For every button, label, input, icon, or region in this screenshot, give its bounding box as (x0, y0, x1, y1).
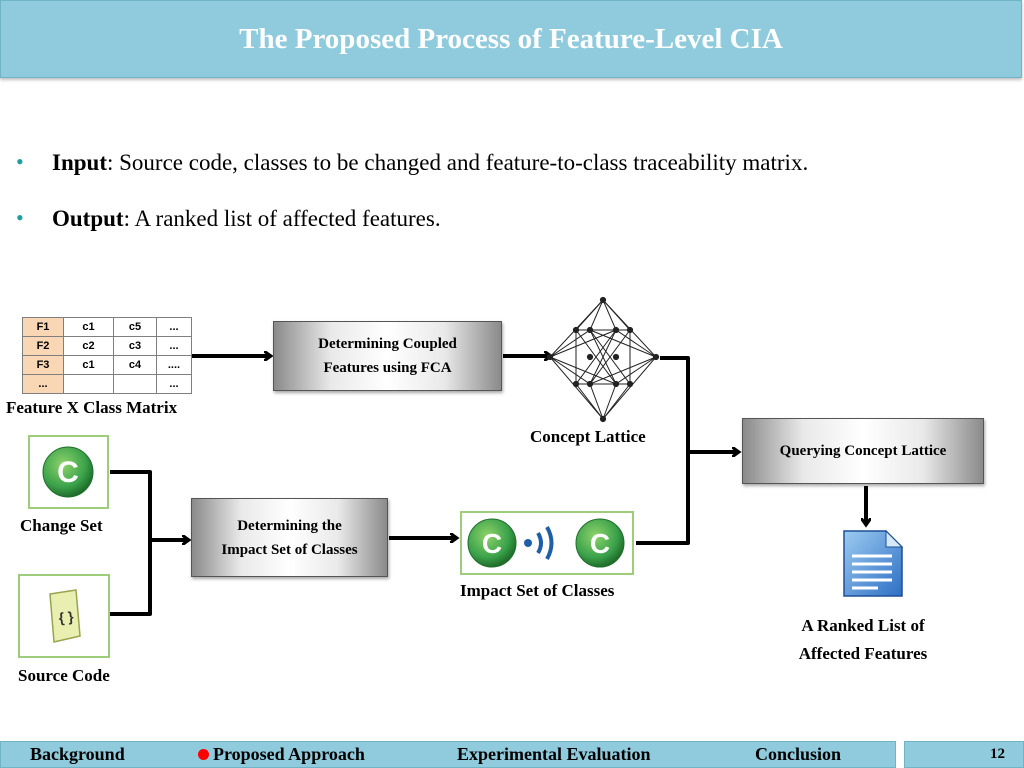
nav-proposed-approach-label: Proposed Approach (213, 744, 365, 764)
matrix-cell: F1 (22, 317, 64, 337)
impact-set-icon-box: C C (460, 511, 634, 575)
matrix-cell: c3 (113, 336, 157, 356)
svg-text:C: C (57, 456, 79, 489)
matrix-label: Feature X Class Matrix (6, 398, 178, 417)
connector-change-set (110, 470, 152, 540)
matrix-cell: c5 (113, 317, 157, 337)
ranked-line1: A Ranked List of (801, 616, 925, 635)
concept-lattice-icon (546, 296, 660, 423)
matrix-cell (113, 374, 157, 394)
bullet-marker-icon: • (16, 205, 24, 230)
impact-set-label: Impact Set of Classes (460, 581, 615, 600)
change-set-icon-box: C (28, 435, 109, 509)
matrix-cell: ... (156, 374, 192, 394)
matrix-cell: F2 (22, 336, 64, 356)
source-code-icon-box: { } (18, 574, 110, 658)
footer-page-box (904, 741, 1024, 768)
nav-background[interactable]: Background (30, 744, 125, 764)
connector-impact-up (636, 452, 690, 545)
matrix-cell: c4 (113, 355, 157, 375)
active-section-dot-icon (198, 749, 209, 760)
feature-class-matrix: F1 c1 c5 ... F2 c2 c3 ... F3 c1 c4 .... … (22, 317, 192, 394)
document-icon (843, 529, 904, 597)
concept-lattice-label: Concept Lattice (530, 427, 646, 446)
page-number: 12 (990, 746, 1005, 762)
connector-lattice-down (660, 356, 690, 452)
matrix-cell: c1 (63, 355, 114, 375)
bullet-marker-icon: • (16, 149, 24, 174)
svg-text:{ }: { } (58, 608, 75, 626)
ranked-list-label: A Ranked List of Affected Features (763, 612, 963, 668)
nav-proposed-approach[interactable]: Proposed Approach (198, 744, 365, 765)
nav-experimental-evaluation[interactable]: Experimental Evaluation (457, 744, 651, 764)
impact-process-line1: Determining the (237, 517, 342, 534)
input-text: : Source code, classes to be changed and… (106, 150, 809, 175)
source-code-label: Source Code (18, 666, 110, 685)
coupled-line2: Features using FCA (323, 360, 452, 376)
matrix-cell: F3 (22, 355, 64, 375)
nav-conclusion[interactable]: Conclusion (755, 744, 842, 764)
change-set-label: Change Set (20, 516, 103, 535)
output-term: Output (52, 206, 124, 231)
source-code-icon: { } (49, 589, 81, 643)
output-text: : A ranked list of affected features. (123, 206, 441, 231)
matrix-cell: ... (156, 336, 192, 356)
title-bar: The Proposed Process of Feature-Level CI… (0, 0, 1022, 78)
slide-title: The Proposed Process of Feature-Level CI… (239, 23, 783, 55)
matrix-cell (63, 374, 114, 394)
svg-text:C: C (482, 528, 502, 559)
matrix-cell: c2 (63, 336, 114, 356)
class-c-icon: C (42, 446, 94, 498)
matrix-cell: .... (156, 355, 192, 375)
ranked-line2: Affected Features (798, 644, 928, 663)
impact-process-line2: Impact Set of Classes (221, 541, 358, 558)
svg-text:C: C (590, 528, 610, 559)
query-label: Querying Concept Lattice (779, 443, 947, 459)
class-impact-icon: C C (467, 518, 625, 568)
input-term: Input (52, 150, 107, 175)
matrix-cell: c1 (63, 317, 114, 337)
query-lattice-box: Querying Concept Lattice (742, 418, 984, 484)
connector-source-code (110, 540, 152, 616)
matrix-cell: ... (156, 317, 192, 337)
matrix-cell: ... (22, 374, 64, 394)
coupled-line1: Determining Coupled (318, 336, 457, 352)
